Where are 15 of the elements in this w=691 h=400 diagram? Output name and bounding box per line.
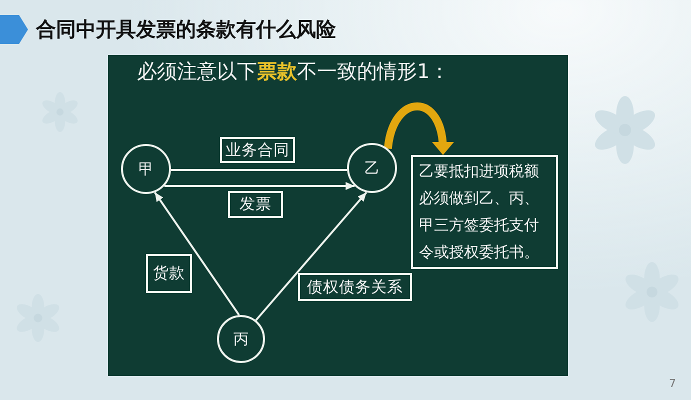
panel-heading: 必须注意以下票款不一致的情形1： — [137, 58, 450, 84]
circle-node: 甲 — [121, 144, 171, 194]
edge-label: 发票 — [228, 191, 283, 218]
edge-label: 货款 — [146, 254, 192, 293]
curved-arrow — [384, 102, 454, 155]
slide-title: 合同中开具发票的条款有什么风险 — [36, 16, 336, 43]
circle-node: 丙 — [217, 315, 265, 363]
arrow — [164, 182, 355, 190]
circle-node: 乙 — [347, 143, 397, 193]
edge-label: 业务合同 — [220, 137, 295, 163]
note-box: 乙要抵扣进项税额必须做到乙、丙、甲三方签委托支付令或授权委托书。 — [411, 155, 558, 269]
edge-label: 债权债务关系 — [298, 273, 412, 301]
connector-line — [170, 169, 348, 171]
page-number: 7 — [669, 377, 676, 391]
arrow — [154, 192, 240, 316]
